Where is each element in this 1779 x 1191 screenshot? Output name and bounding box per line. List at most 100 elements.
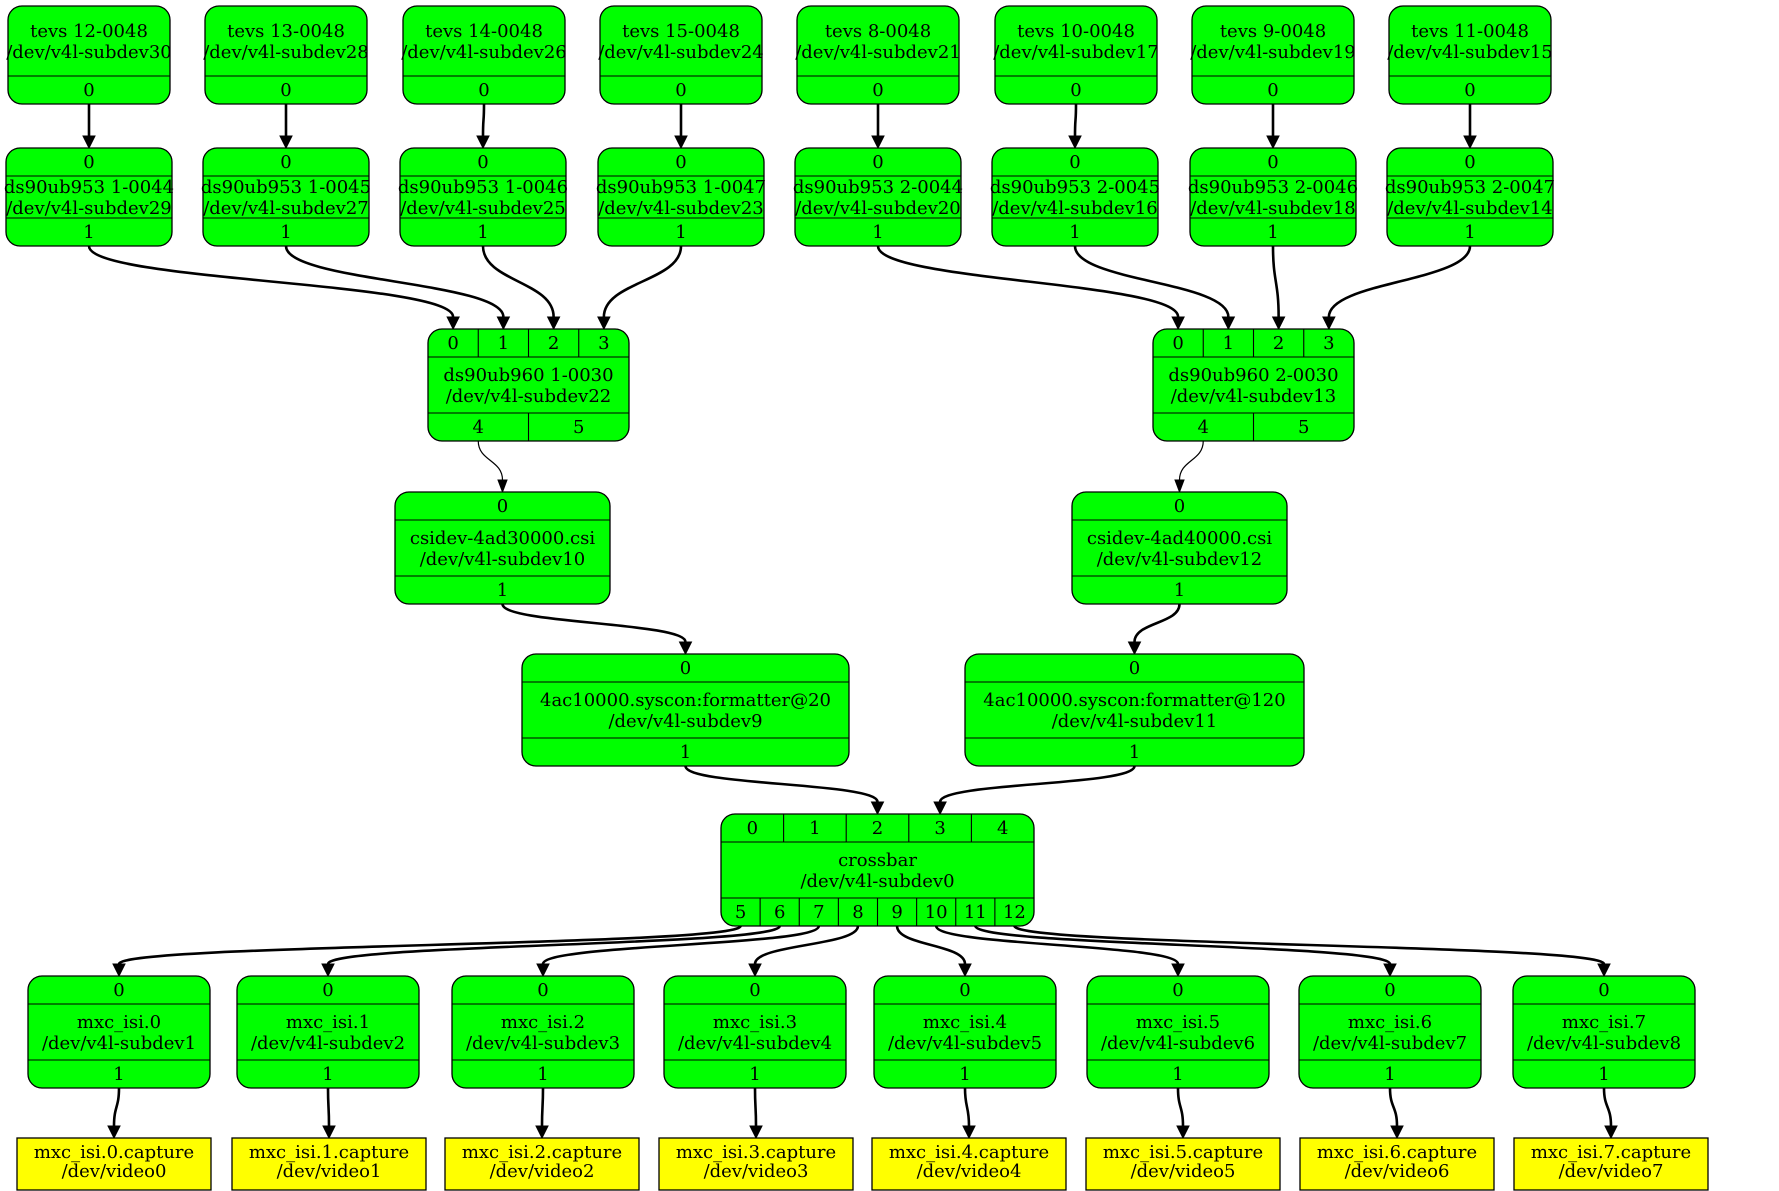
- entity-box: [1191, 5, 1355, 105]
- capture-name: mxc_isi.4.capture: [889, 1142, 1049, 1163]
- entity-name: mxc_isi.1: [286, 1012, 370, 1033]
- capture-device-box: [444, 1137, 640, 1191]
- device-path: /dev/v4l-subdev13: [1171, 386, 1337, 407]
- link-line: [963, 1087, 971, 1127]
- entity-box: [1189, 147, 1357, 247]
- link-line: [501, 603, 687, 643]
- edge-tevs13-to-ser1_45: [279, 103, 293, 150]
- edge-des1-to-csi1: [477, 440, 508, 494]
- edge-xbar-to-isi6: [974, 924, 1397, 978]
- input-pad-label: 0: [1598, 980, 1609, 1001]
- link-line: [1176, 1087, 1185, 1127]
- link-line: [1271, 245, 1280, 318]
- edge-csi1-to-fmt20: [501, 603, 693, 656]
- entity-name: tevs 14-0048: [425, 21, 543, 42]
- output-pad-label: 12: [1003, 902, 1026, 923]
- arrowhead-icon: [497, 479, 508, 494]
- input-pad-label: 0: [280, 152, 291, 173]
- entity-box: [399, 147, 567, 247]
- entity-name: mxc_isi.5: [1136, 1012, 1220, 1033]
- link-line: [1178, 440, 1204, 481]
- device-path: /dev/v4l-subdev28: [203, 42, 369, 63]
- output-pad-label: 1: [1129, 742, 1140, 763]
- arrowhead-icon: [870, 801, 885, 816]
- input-pad-label: 3: [1323, 333, 1334, 354]
- entity-name: ds90ub953 1-0046: [398, 177, 568, 198]
- link-line: [541, 924, 821, 966]
- link-line: [477, 440, 504, 481]
- output-pad-label: 5: [735, 902, 746, 923]
- device-path: /dev/v4l-subdev26: [401, 42, 567, 63]
- input-pad-label: 0: [1172, 333, 1183, 354]
- output-pad-label: 0: [478, 80, 489, 101]
- output-pad-label: 4: [1198, 417, 1209, 438]
- entity-box: [599, 5, 763, 105]
- node-cap2: mxc_isi.2.capture/dev/video2: [444, 1137, 640, 1191]
- edge-ser1_46-to-des1: [481, 245, 561, 331]
- arrowhead-icon: [536, 963, 550, 978]
- device-path: /dev/v4l-subdev9: [608, 711, 762, 732]
- device-path: /dev/video7: [1559, 1161, 1664, 1182]
- entity-name: tevs 15-0048: [622, 21, 740, 42]
- link-line: [934, 925, 1180, 965]
- entity-box: [1386, 147, 1554, 247]
- edge-isi4-to-cap4: [962, 1087, 976, 1140]
- entity-name: ds90ub953 2-0044: [793, 177, 963, 198]
- output-pad-label: 7: [813, 902, 824, 923]
- input-pad-label: 0: [477, 152, 488, 173]
- entity-name: csidev-4ad30000.csi: [410, 528, 596, 549]
- device-path: /dev/v4l-subdev2: [251, 1033, 405, 1054]
- edge-isi5-to-cap5: [1176, 1087, 1190, 1140]
- entity-name: ds90ub953 1-0047: [596, 177, 766, 198]
- input-pad-label: 0: [1464, 152, 1475, 173]
- node-fmt120: 014ac10000.syscon:formatter@120/dev/v4l-…: [964, 653, 1305, 767]
- arrowhead-icon: [1322, 316, 1336, 331]
- edge-isi2-to-cap2: [535, 1087, 549, 1140]
- device-path: /dev/v4l-subdev12: [1097, 549, 1263, 570]
- device-path: /dev/v4l-subdev16: [992, 198, 1158, 219]
- node-cap7: mxc_isi.7.capture/dev/video7: [1513, 1137, 1709, 1191]
- output-pad-label: 9: [891, 902, 902, 923]
- input-pad-label: 0: [872, 152, 883, 173]
- capture-device-box: [1513, 1137, 1709, 1191]
- capture-name: mxc_isi.3.capture: [676, 1142, 836, 1163]
- device-path: /dev/v4l-subdev30: [6, 42, 172, 63]
- arrowhead-icon: [748, 963, 762, 978]
- link-line: [895, 925, 967, 965]
- output-pad-label: 1: [872, 222, 883, 243]
- device-path: /dev/v4l-subdev7: [1313, 1033, 1467, 1054]
- output-pad-label: 1: [322, 1064, 333, 1085]
- capture-name: mxc_isi.2.capture: [462, 1142, 622, 1163]
- arrowhead-icon: [1597, 963, 1611, 978]
- edge-ser2_46-to-des2: [1271, 245, 1286, 331]
- input-pad-label: 1: [1223, 333, 1234, 354]
- input-pad-label: 0: [497, 496, 508, 517]
- device-path: /dev/v4l-subdev6: [1101, 1033, 1255, 1054]
- input-pad-label: 0: [1174, 496, 1185, 517]
- input-pad-label: 0: [113, 980, 124, 1001]
- device-path: /dev/video2: [490, 1161, 595, 1182]
- capture-name: mxc_isi.5.capture: [1103, 1142, 1263, 1163]
- entity-name: crossbar: [838, 850, 917, 871]
- arrowhead-icon: [1174, 479, 1185, 494]
- link-line: [974, 924, 1392, 966]
- arrowhead-icon: [678, 641, 693, 656]
- entity-name: mxc_isi.2: [501, 1012, 585, 1033]
- edge-fmt20-to-xbar: [684, 765, 885, 816]
- entity-name: ds90ub953 1-0045: [201, 177, 371, 198]
- edge-isi3-to-cap3: [749, 1087, 763, 1140]
- edge-ser1_44-to-des1: [87, 245, 460, 331]
- link-line: [753, 1087, 758, 1127]
- arrowhead-icon: [546, 316, 561, 331]
- arrowhead-icon: [112, 963, 126, 978]
- device-path: /dev/v4l-subdev20: [795, 198, 961, 219]
- entity-name: ds90ub953 2-0045: [990, 177, 1160, 198]
